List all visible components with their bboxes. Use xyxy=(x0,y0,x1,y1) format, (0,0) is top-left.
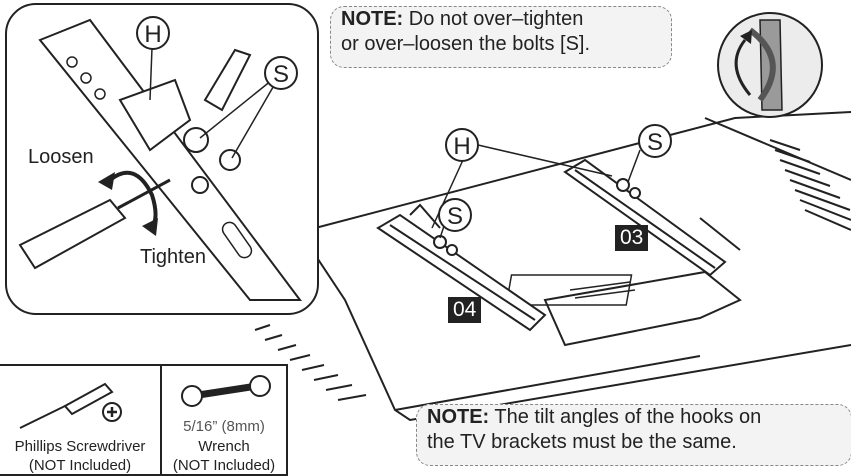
screwdriver-note: (NOT Included) xyxy=(28,457,132,474)
tv-back-panel xyxy=(299,111,851,422)
tv-vent-left xyxy=(254,324,367,401)
wrench-icon xyxy=(181,375,271,407)
tool-screwdriver-box: Phillips Screwdriver (NOT Included) xyxy=(0,364,162,476)
bracket-04-badge: 04 xyxy=(448,297,482,323)
note-top: NOTE: Do not over–tighten or over–loosen… xyxy=(330,6,672,68)
wrench-size: 5/16” (8mm) xyxy=(183,418,265,435)
bracket-03 xyxy=(563,158,741,277)
screwdriver-name: Phillips Screwdriver xyxy=(14,438,146,455)
note-bottom-line1: The tilt angles of the hooks on xyxy=(489,406,762,428)
wrench-note: (NOT Included) xyxy=(172,457,276,474)
note-bottom: NOTE: The tilt angles of the hooks on th… xyxy=(416,404,851,466)
wrench-name: Wrench xyxy=(198,438,250,455)
inset-tighten-label: Tighten xyxy=(140,246,206,268)
inset-callout-s: S xyxy=(264,56,298,90)
inset-callout-h: H xyxy=(136,16,170,50)
note-bottom-line2: the TV brackets must be the same. xyxy=(427,431,737,453)
inset-detail xyxy=(5,3,319,315)
note-bottom-label: NOTE: xyxy=(427,406,490,428)
bracket-03-badge: 03 xyxy=(615,225,649,251)
main-callout-s-right: S xyxy=(638,124,672,158)
bracket-04 xyxy=(376,203,547,332)
bolt-rotation-icon xyxy=(717,12,823,118)
main-callout-h-left: H xyxy=(445,128,479,162)
tool-wrench-box: 5/16” (8mm) Wrench (NOT Included) xyxy=(160,364,288,476)
tv-vent-right xyxy=(769,139,851,231)
inset-loosen-label: Loosen xyxy=(28,146,94,168)
note-top-label: NOTE: xyxy=(341,8,404,30)
note-top-line2: or over–loosen the bolts [S]. xyxy=(341,33,591,55)
screwdriver-icon xyxy=(19,382,122,429)
note-top-line1: Do not over–tighten xyxy=(403,8,584,30)
main-callout-s-left: S xyxy=(438,198,472,232)
